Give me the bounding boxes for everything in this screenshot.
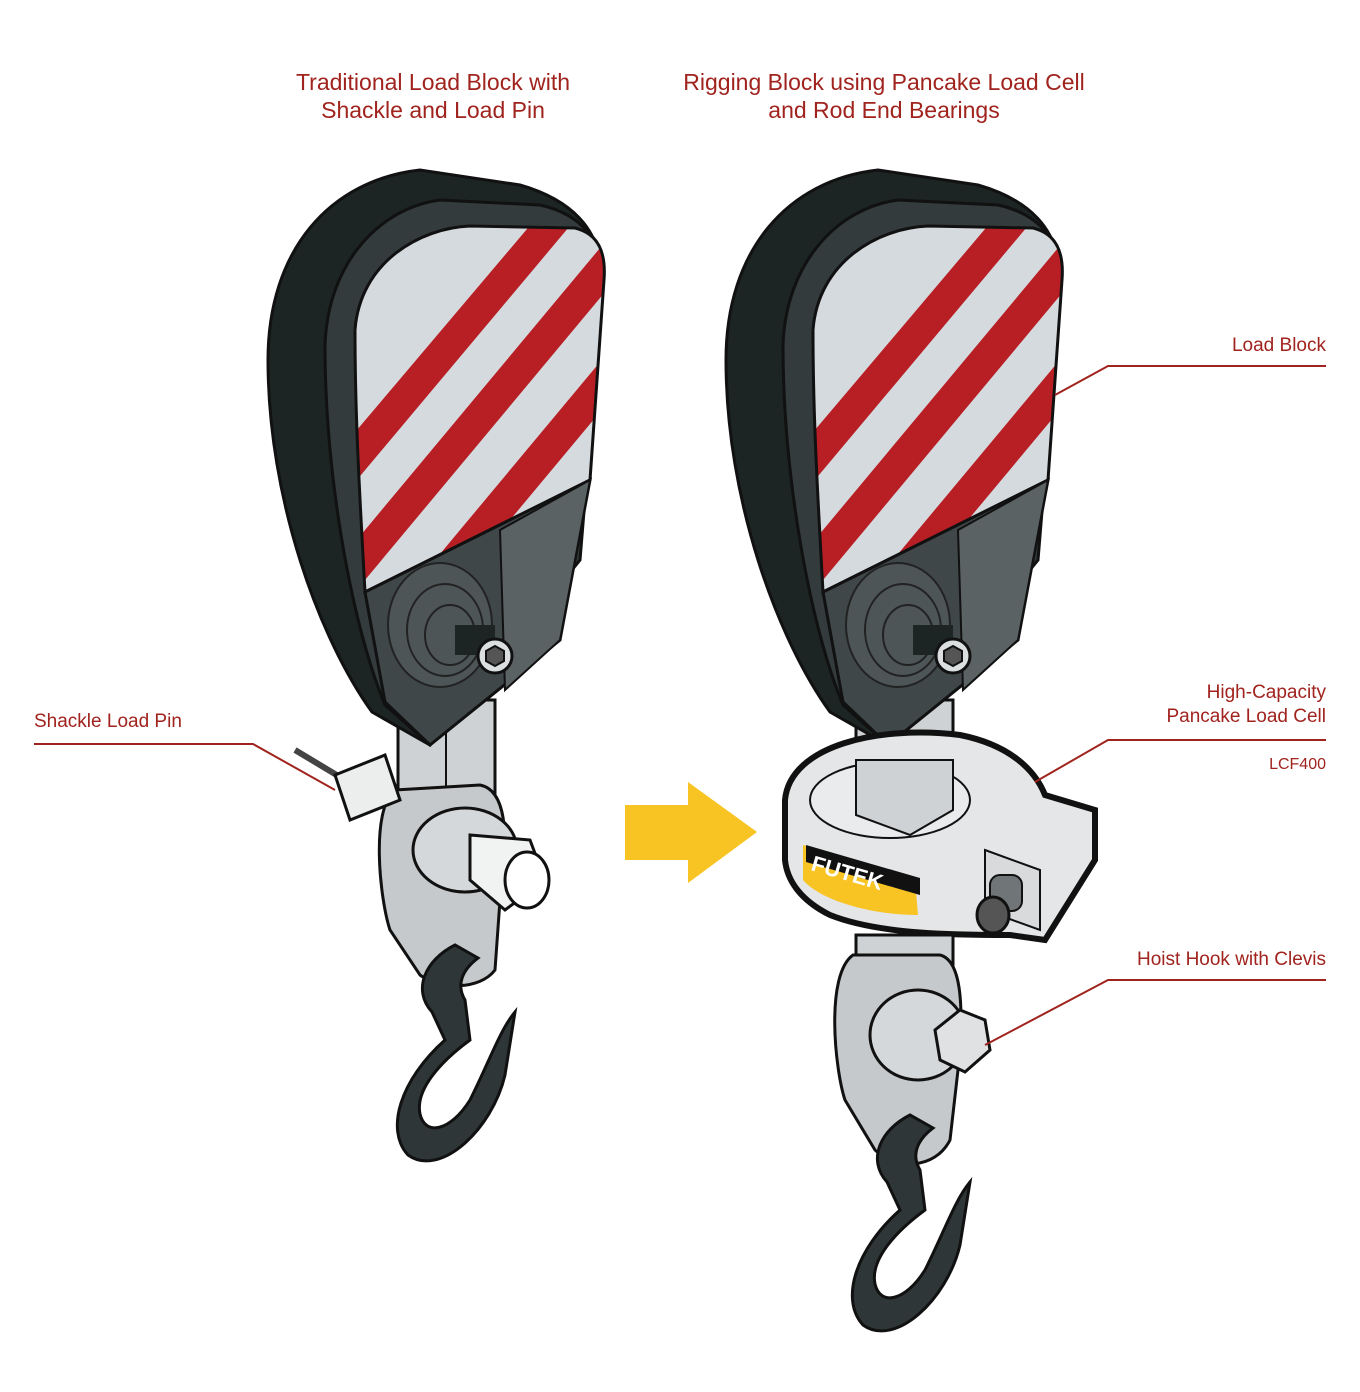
- label-shackle-load-pin: Shackle Load Pin: [34, 711, 182, 732]
- label-load-block: Load Block: [1231, 335, 1326, 356]
- hook-left: [395, 943, 517, 1163]
- label-line: High-Capacity: [1206, 682, 1326, 703]
- label-hoist-hook: Hoist Hook with Clevis: [1137, 949, 1326, 970]
- pancake-load-cell: FUTEK: [782, 729, 1098, 944]
- title-line: Rigging Block using Pancake Load Cell: [683, 69, 1085, 95]
- title-traditional: Traditional Load Block with Shackle and …: [233, 68, 633, 124]
- label-model: LCF400: [1269, 756, 1326, 773]
- title-line: Traditional Load Block with: [295, 69, 570, 95]
- load-block-left: [268, 170, 680, 745]
- shackle-load-pin: [333, 753, 402, 822]
- load-block-right: [726, 170, 1138, 745]
- label-load-cell: High-Capacity Pancake Load Cell: [1167, 681, 1327, 729]
- leader-lines: [34, 365, 1326, 1046]
- arrow-right-icon: [625, 782, 757, 883]
- label-line: Pancake Load Cell: [1166, 706, 1327, 727]
- title-line: Shackle and Load Pin: [321, 97, 545, 123]
- hoist-hook: [850, 1113, 972, 1333]
- traditional-load-block: [268, 170, 680, 1163]
- rigging-block: FUTEK: [726, 170, 1138, 1333]
- title-line: and Rod End Bearings: [768, 97, 1000, 123]
- pin-end: [503, 850, 551, 910]
- title-rigging: Rigging Block using Pancake Load Cell an…: [634, 68, 1134, 124]
- hex-nut: [933, 1008, 992, 1074]
